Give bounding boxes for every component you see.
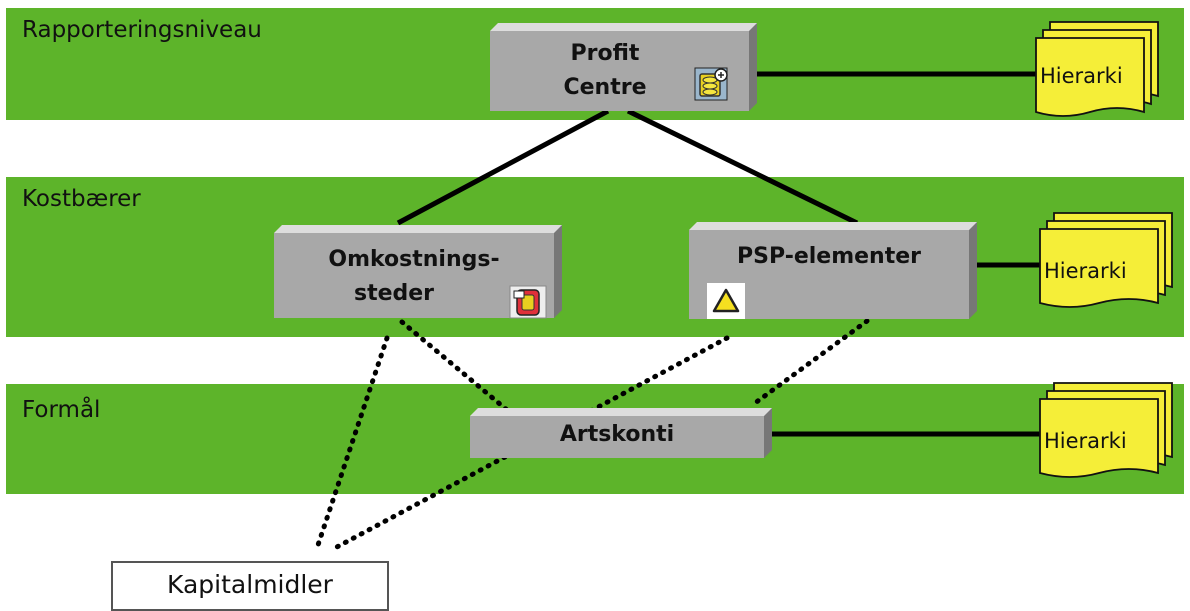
dotted-cost-centers-to-assets	[314, 335, 390, 551]
cost-elements-label: Artskonti	[559, 422, 675, 447]
hierarchy-document-icon-3	[1039, 382, 1173, 478]
label-cost-carrier: Kostbærer	[22, 186, 141, 212]
hierarchy-label-1: Hierarki	[1040, 64, 1123, 88]
hierarchy-label-3: Hierarki	[1044, 429, 1127, 453]
profit-centre-line1: Profit	[570, 41, 640, 66]
fixed-assets-box: Kapitalmidler	[111, 561, 389, 611]
cost-centers-line2: steder	[353, 281, 435, 306]
dotted-cost-centers-to-cost-elements	[399, 319, 510, 413]
cost-centers-label: Omkostnings- steder	[274, 243, 554, 311]
profit-centre-icon	[694, 67, 728, 101]
dotted-wbs-to-assets	[332, 335, 730, 551]
hierarchy-label-2: Hierarki	[1044, 259, 1127, 283]
label-reporting-level: Rapporteringsniveau	[22, 17, 262, 43]
cost-centers-line1: Omkostnings-	[328, 247, 500, 272]
fixed-assets-label: Kapitalmidler	[167, 570, 333, 599]
profit-centre-line2: Centre	[563, 75, 647, 100]
solid-connectors	[396, 71, 1040, 437]
line-profit-to-wbs	[626, 108, 859, 226]
cost-elements-box	[470, 408, 772, 458]
profit-centre-label: Profit Centre	[490, 37, 720, 105]
hierarchy-document-icon-2	[1039, 212, 1173, 308]
wbs-elements-box	[689, 222, 977, 319]
cost-centers-icon	[509, 285, 547, 319]
band-cost-carrier	[6, 177, 1184, 337]
label-purpose: Formål	[22, 397, 101, 423]
dotted-wbs-to-cost-elements	[748, 318, 870, 409]
line-profit-to-cost-centers	[396, 108, 610, 226]
wbs-elements-icon	[707, 283, 745, 319]
dotted-connectors	[314, 318, 870, 551]
hierarchy-document-icon-1	[1035, 21, 1159, 117]
cost-centers-box	[274, 225, 562, 318]
wbs-elements-label: PSP-elementer	[736, 244, 921, 269]
